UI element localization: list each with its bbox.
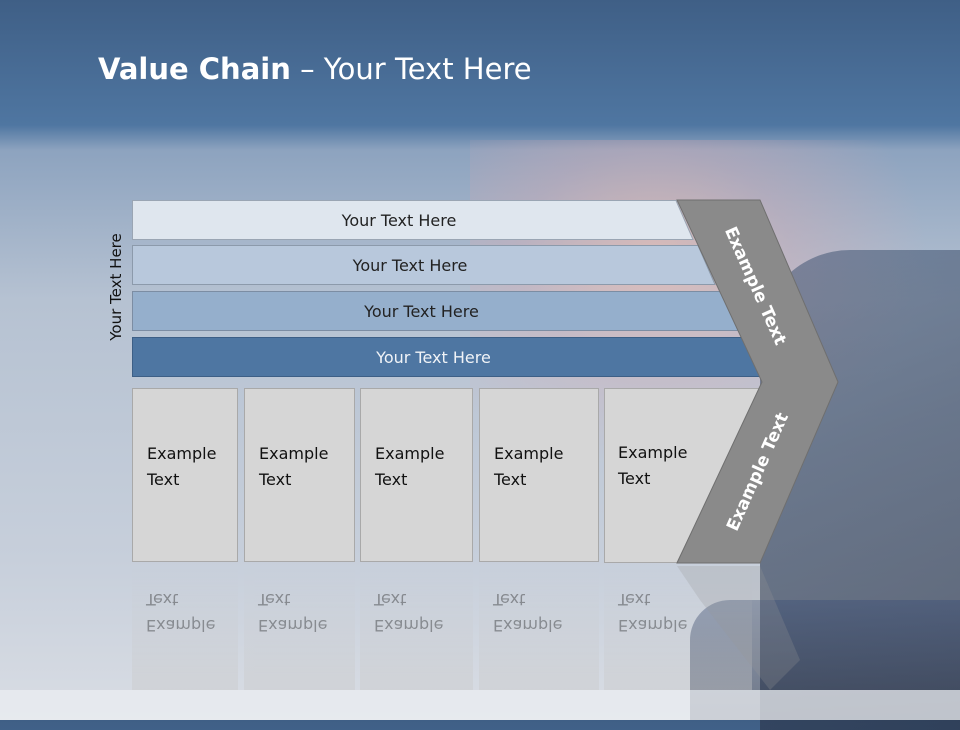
margin-chevron-reflection bbox=[677, 566, 800, 690]
cell-2-line-2: Text bbox=[259, 470, 292, 489]
slide-title-rest: – Your Text Here bbox=[290, 52, 532, 86]
band-2-shape bbox=[132, 245, 716, 285]
cell-1-line-1: Example bbox=[147, 444, 217, 463]
cell-4-line-2: Text bbox=[494, 470, 527, 489]
band-4-label: Your Text Here bbox=[376, 347, 491, 367]
band-3-label: Your Text Here bbox=[364, 301, 479, 321]
band-1: Your Text Here bbox=[132, 200, 694, 240]
slide-title-bold: Value Chain bbox=[98, 52, 291, 86]
cell-4-line-1: Example bbox=[494, 444, 564, 463]
margin-chevron-shape bbox=[676, 199, 839, 564]
band-4: Your Text Here bbox=[132, 337, 763, 377]
background-desk bbox=[0, 690, 960, 720]
cell-5: Example Text bbox=[604, 388, 724, 562]
band-1-label: Your Text Here bbox=[341, 210, 457, 230]
slide-title: Value Chain – Your Text Here bbox=[98, 52, 532, 86]
cell-1-line-2: Text bbox=[147, 470, 180, 489]
cell-5-line-1: Example bbox=[618, 443, 688, 462]
cell-5-line-2: Text bbox=[618, 469, 651, 488]
cell-3-line-2: Text bbox=[375, 470, 408, 489]
band-1-shape bbox=[132, 200, 694, 240]
band-2-label: Your Text Here bbox=[352, 255, 468, 275]
cell-3-line-1: Example bbox=[375, 444, 445, 463]
cell-2-line-1: Example bbox=[259, 444, 329, 463]
band-2: Your Text Here bbox=[132, 245, 716, 285]
